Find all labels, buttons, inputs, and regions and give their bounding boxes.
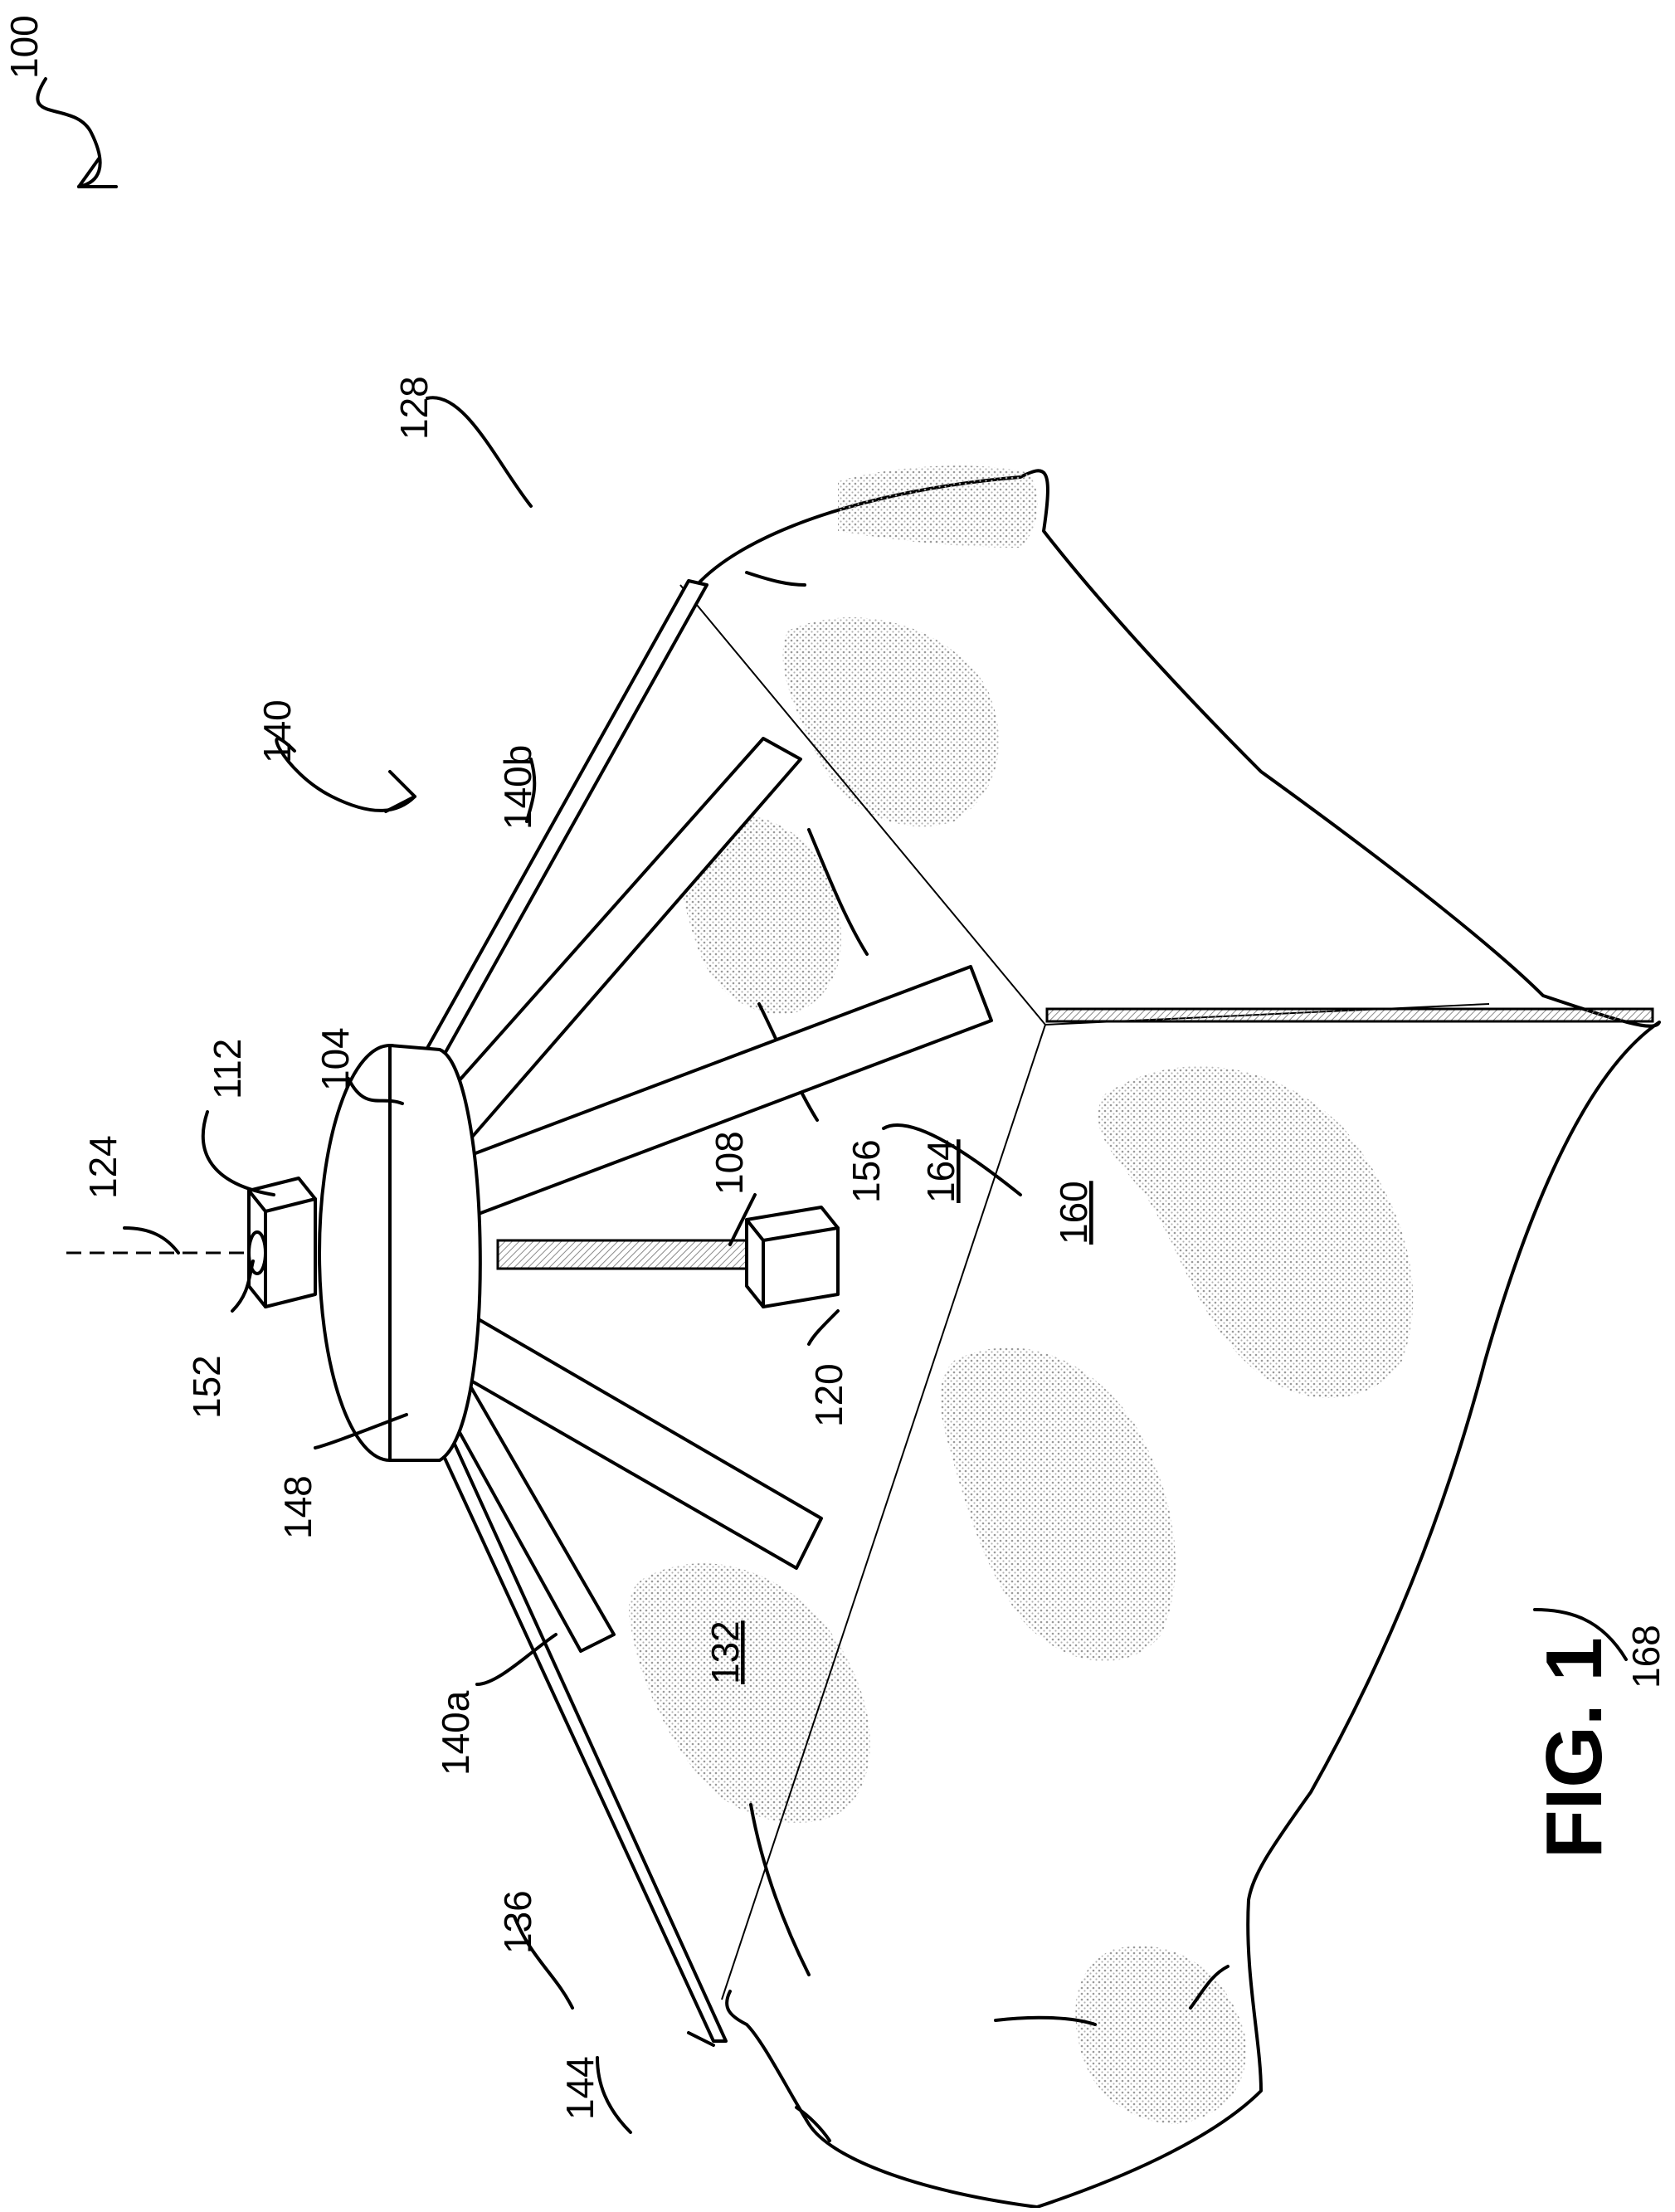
hub-disc-rim (390, 1045, 480, 1460)
seam-156 (1047, 1009, 1653, 1021)
label-128: 128 (392, 376, 436, 440)
leader-120 (809, 1311, 838, 1344)
leader-112 (203, 1112, 274, 1195)
figure-caption: FIG. 1 (1530, 1637, 1619, 1859)
label-120: 120 (807, 1363, 850, 1427)
label-108: 108 (708, 1131, 751, 1195)
leader-128 (427, 397, 531, 506)
shading-wedge-128 (838, 465, 1038, 548)
label-112: 112 (206, 1039, 249, 1099)
label-140b: 140b (496, 745, 539, 830)
label-168: 168 (1624, 1625, 1668, 1688)
label-152: 152 (185, 1355, 228, 1419)
label-160: 160 (1052, 1181, 1095, 1245)
label-144: 144 (558, 2056, 601, 2120)
label-136: 136 (496, 1890, 539, 1954)
top-cube-112 (249, 1178, 315, 1307)
label-156: 156 (845, 1139, 888, 1203)
shading-front-lower (940, 1347, 1175, 1661)
leader-124 (124, 1228, 178, 1253)
label-140a: 140a (434, 1690, 477, 1776)
shading-front-panel (1098, 1066, 1414, 1398)
shading-top-right (783, 617, 1000, 826)
leader-144 (597, 2058, 631, 2132)
label-124: 124 (81, 1135, 124, 1199)
label-132: 132 (704, 1620, 747, 1684)
arrowhead-140 (386, 772, 415, 811)
label-148: 148 (276, 1475, 319, 1539)
shading-left-panel (629, 1563, 870, 1823)
label-140: 140 (256, 699, 299, 763)
label-100: 100 (2, 15, 46, 79)
label-164: 164 (919, 1139, 962, 1203)
weight-120 (747, 1207, 838, 1307)
fold-line (747, 572, 805, 585)
leader-lines (37, 79, 1626, 2132)
label-104: 104 (314, 1027, 357, 1091)
cover-body (629, 465, 1659, 2207)
fold-line (796, 2107, 830, 2141)
fold-line (751, 1805, 809, 1975)
